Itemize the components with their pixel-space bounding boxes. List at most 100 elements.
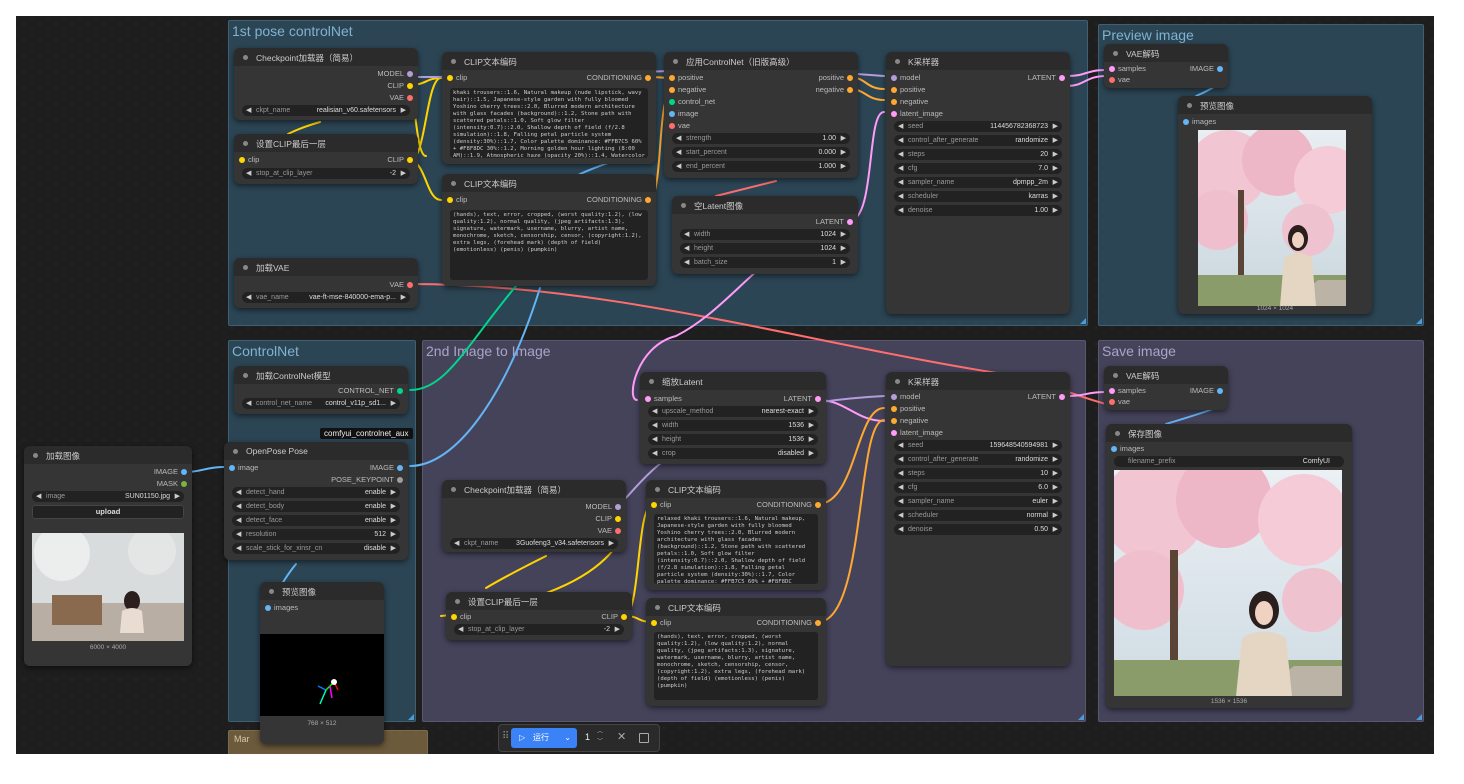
input-clip[interactable]: clip xyxy=(651,500,671,510)
collapse-dot[interactable] xyxy=(243,55,248,60)
input-clip[interactable]: clip xyxy=(651,618,671,628)
output-clip[interactable]: CLIP xyxy=(387,81,413,91)
input-vae[interactable]: vae xyxy=(669,121,690,131)
input-vae[interactable]: vae xyxy=(1109,75,1130,85)
input-negative[interactable]: negative xyxy=(669,85,706,95)
node-clip-text-encode-positive-1[interactable]: CLIP文本编码 clip CONDITIONING khaki trouser… xyxy=(442,52,656,164)
stop-icon[interactable] xyxy=(639,733,649,743)
resize-handle[interactable] xyxy=(408,714,414,720)
stop-at-clip-layer-widget[interactable]: ◀stop_at_clip_layer-2▶ xyxy=(454,624,624,635)
node-vae-decode-2[interactable]: VAE解码 samples IMAGE vae xyxy=(1104,366,1228,410)
prompt-textarea[interactable]: (hands), text, error, cropped, (worst qu… xyxy=(450,210,648,280)
input-latent-image[interactable]: latent_image xyxy=(891,428,943,438)
output-positive[interactable]: positive xyxy=(819,73,853,83)
prompt-textarea[interactable]: khaki trousers::1.6, Natural makeup (nud… xyxy=(450,88,648,158)
chevron-down-icon[interactable]: ⌄ xyxy=(564,733,571,742)
input-samples[interactable]: samples xyxy=(1109,64,1146,74)
run-button[interactable]: ▷ 运行 ⌄ xyxy=(511,728,577,748)
node-apply-controlnet-advanced[interactable]: 应用ControlNet（旧版高级） positive positive neg… xyxy=(664,52,858,178)
stop-at-clip-layer-widget[interactable]: ◀stop_at_clip_layer-2▶ xyxy=(242,168,410,179)
input-samples[interactable]: samples xyxy=(645,394,682,404)
close-icon[interactable]: ✕ xyxy=(617,731,627,743)
output-clip[interactable]: CLIP xyxy=(595,514,621,524)
output-mask[interactable]: MASK xyxy=(157,479,187,489)
output-vae[interactable]: VAE xyxy=(390,93,413,103)
output-conditioning[interactable]: CONDITIONING xyxy=(757,500,821,510)
output-image[interactable]: IMAGE xyxy=(1190,386,1223,396)
resize-handle[interactable] xyxy=(1416,318,1422,324)
output-image[interactable]: IMAGE xyxy=(154,467,187,477)
output-latent[interactable]: LATENT xyxy=(1028,392,1065,402)
input-vae[interactable]: vae xyxy=(1109,397,1130,407)
input-latent-image[interactable]: latent_image xyxy=(891,109,943,119)
resize-handle[interactable] xyxy=(1078,714,1084,720)
input-model[interactable]: model xyxy=(891,73,920,83)
input-positive[interactable]: positive xyxy=(891,404,925,414)
output-vae[interactable]: VAE xyxy=(598,526,621,536)
node-clip-set-last-layer-1[interactable]: 设置CLIP最后一层 clip CLIP ◀stop_at_clip_layer… xyxy=(234,134,418,184)
input-clip[interactable]: clip xyxy=(239,155,259,165)
resize-handle[interactable] xyxy=(1080,318,1086,324)
node-preview-image-1[interactable]: 预览图像 images 1024 × 1024 xyxy=(1178,96,1372,314)
input-image[interactable]: image xyxy=(669,109,698,119)
output-latent[interactable]: LATENT xyxy=(816,217,853,227)
node-ksampler-2[interactable]: K采样器 model LATENT positive negative late… xyxy=(886,372,1070,666)
output-clip[interactable]: CLIP xyxy=(601,612,627,622)
output-image[interactable]: IMAGE xyxy=(370,463,403,473)
resize-handle[interactable] xyxy=(1416,714,1422,720)
output-latent[interactable]: LATENT xyxy=(1028,73,1065,83)
output-pose-keypoint[interactable]: POSE_KEYPOINT xyxy=(331,475,403,485)
node-graph-canvas[interactable]: 1st pose controlNet Preview image Contro… xyxy=(16,16,1434,754)
input-image[interactable]: image xyxy=(229,463,258,473)
node-ksampler-1[interactable]: K采样器 model LATENT positive negative late… xyxy=(886,52,1070,314)
input-positive[interactable]: positive xyxy=(669,73,703,83)
input-clip[interactable]: clip xyxy=(447,195,467,205)
node-checkpoint-loader-1[interactable]: Checkpoint加载器（简易） MODEL CLIP VAE ◀ckpt_n… xyxy=(234,48,418,120)
node-openpose-pose[interactable]: OpenPose Pose image IMAGE POSE_KEYPOINT … xyxy=(224,442,408,560)
input-control-net[interactable]: control_net xyxy=(669,97,715,107)
upload-button[interactable]: upload xyxy=(32,505,184,519)
input-clip[interactable]: clip xyxy=(447,73,467,83)
output-vae[interactable]: VAE xyxy=(390,280,413,290)
input-images[interactable]: images xyxy=(1183,117,1216,127)
node-clip-text-encode-positive-2[interactable]: CLIP文本编码 clip CONDITIONING relaxed khaki… xyxy=(646,480,826,590)
output-model[interactable]: MODEL xyxy=(377,69,413,79)
prompt-textarea[interactable]: relaxed khaki trousers::1.6, Natural mak… xyxy=(654,514,818,584)
output-control-net[interactable]: CONTROL_NET xyxy=(338,386,403,396)
node-load-controlnet-model[interactable]: 加载ControlNet模型 CONTROL_NET ◀control_net_… xyxy=(234,366,408,414)
output-conditioning[interactable]: CONDITIONING xyxy=(757,618,821,628)
input-images[interactable]: images xyxy=(265,603,298,613)
input-images[interactable]: images xyxy=(1111,444,1144,454)
